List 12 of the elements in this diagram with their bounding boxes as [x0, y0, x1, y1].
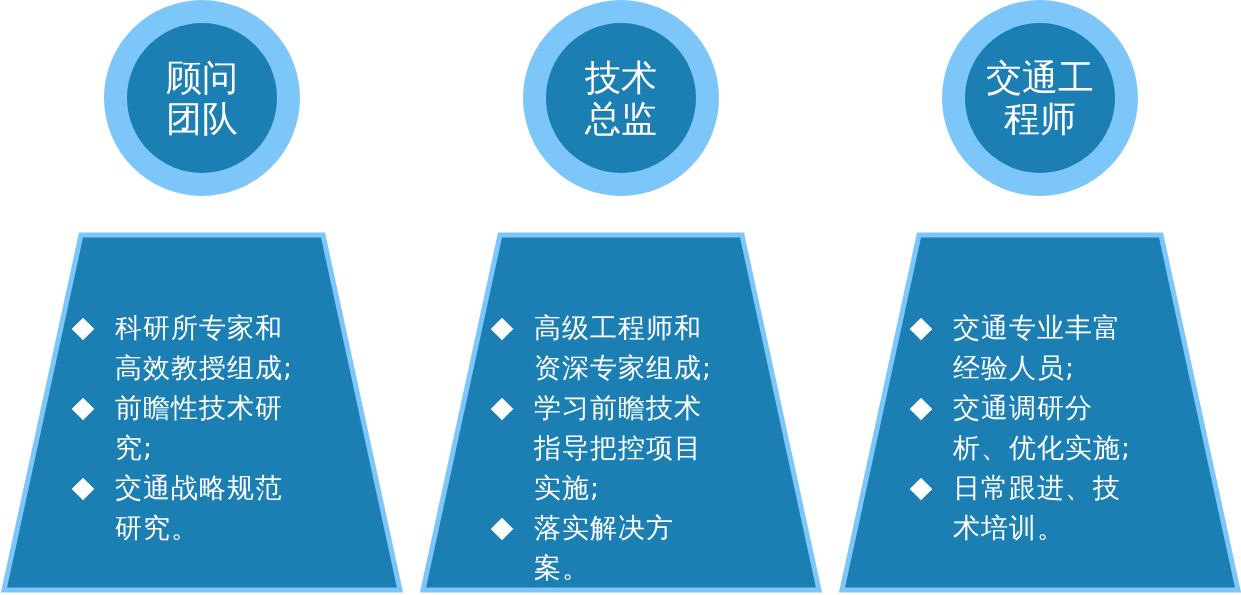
bullet-text: 日常跟进、技术培训。	[953, 471, 1122, 545]
bullet-text: 落实解决方案。	[534, 511, 675, 585]
bullet-text: 交通调研分析、优化实施;	[953, 391, 1133, 465]
bullet-text: 科研所专家和高效教授组成;	[115, 311, 295, 385]
bullet-text: 前瞻性技术研究;	[115, 391, 284, 465]
circle-title: 顾问团队	[166, 56, 238, 140]
bullet-text: 高级工程师和资深专家组成;	[534, 311, 714, 385]
bullet-text: 交通专业丰富经验人员;	[953, 311, 1122, 385]
circle-title: 技术总监	[585, 56, 657, 140]
bullet-text: 交通战略规范研究。	[115, 471, 284, 545]
bullet-text: 学习前瞻技术指导把控项目实施;	[534, 391, 703, 505]
circle-title: 交通工程师	[986, 56, 1094, 140]
